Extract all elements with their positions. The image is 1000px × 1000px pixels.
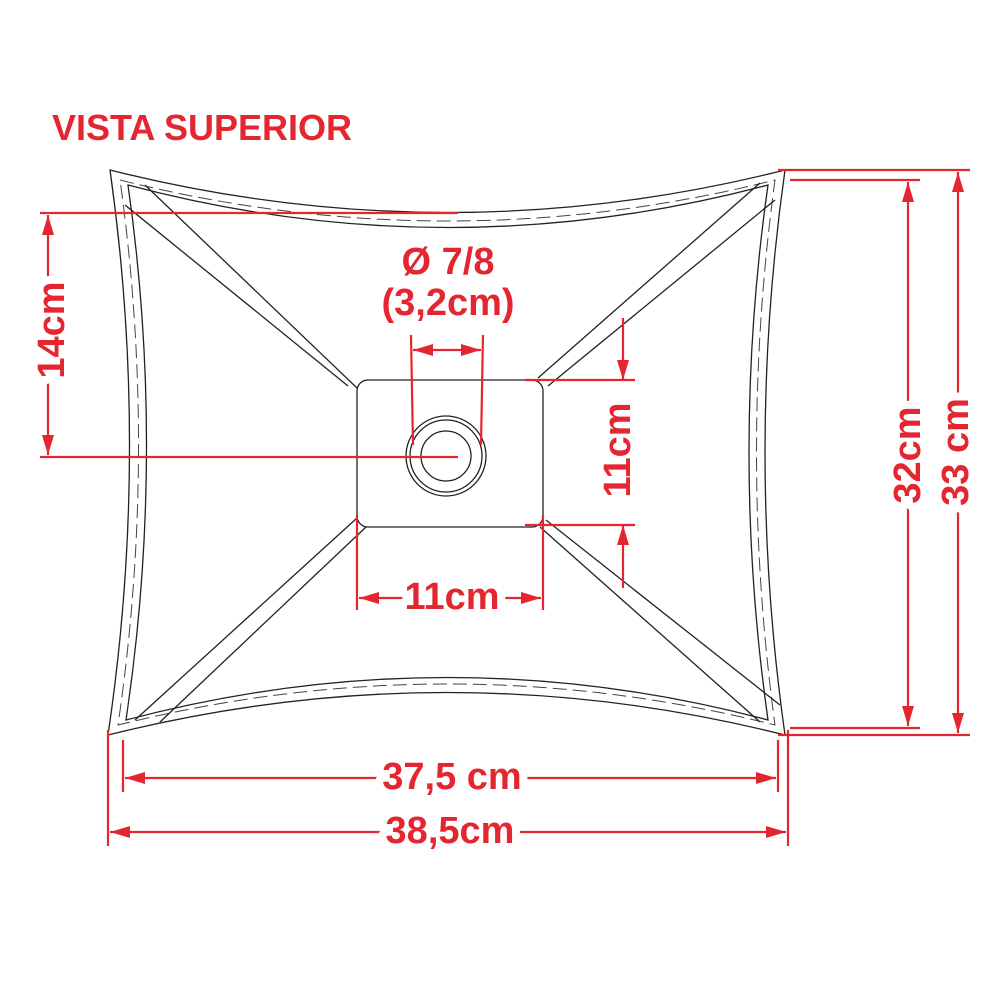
drain-base [356, 379, 544, 528]
base-width-label: 11cm [404, 576, 499, 618]
drain-diameter-label: Ø 7/8 [402, 241, 495, 283]
drain-diameter-cm-label: (3,2cm) [381, 282, 514, 324]
base-height-label: 11cm [597, 402, 639, 497]
inner-depth-label: 32cm [887, 406, 929, 503]
outer-width-label: 38,5cm [386, 810, 515, 852]
inner-width-label: 37,5 cm [382, 756, 521, 798]
dimension-lines [40, 168, 970, 846]
outer-depth-label: 33 cm [935, 398, 977, 506]
offset-top-label: 14cm [31, 281, 73, 378]
view-title: VISTA SUPERIOR [52, 107, 352, 148]
